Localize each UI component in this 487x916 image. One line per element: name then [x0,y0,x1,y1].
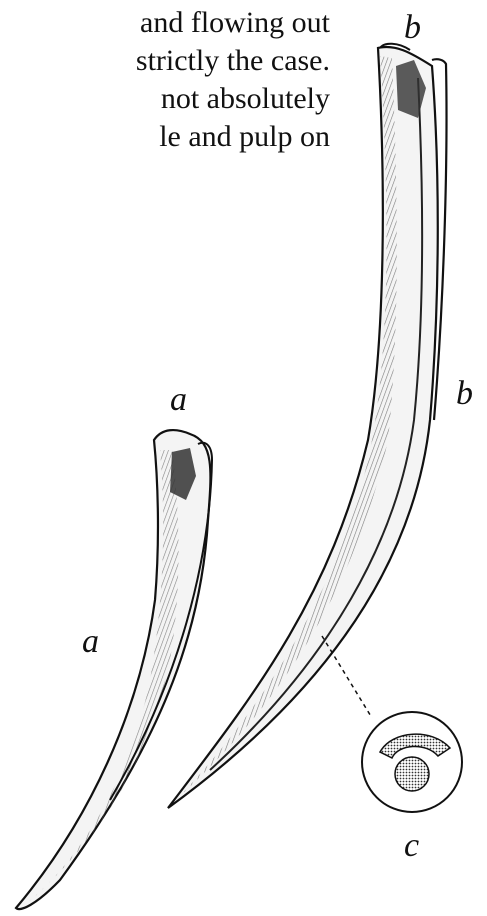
label-b-top: b [404,9,421,46]
label-b-side: b [456,375,473,412]
label-c: c [404,827,419,864]
tooth-b [168,44,447,808]
label-a-top: a [170,381,187,418]
label-a-side: a [82,623,99,660]
tooth-a [16,430,212,909]
cross-section-c [322,636,462,812]
